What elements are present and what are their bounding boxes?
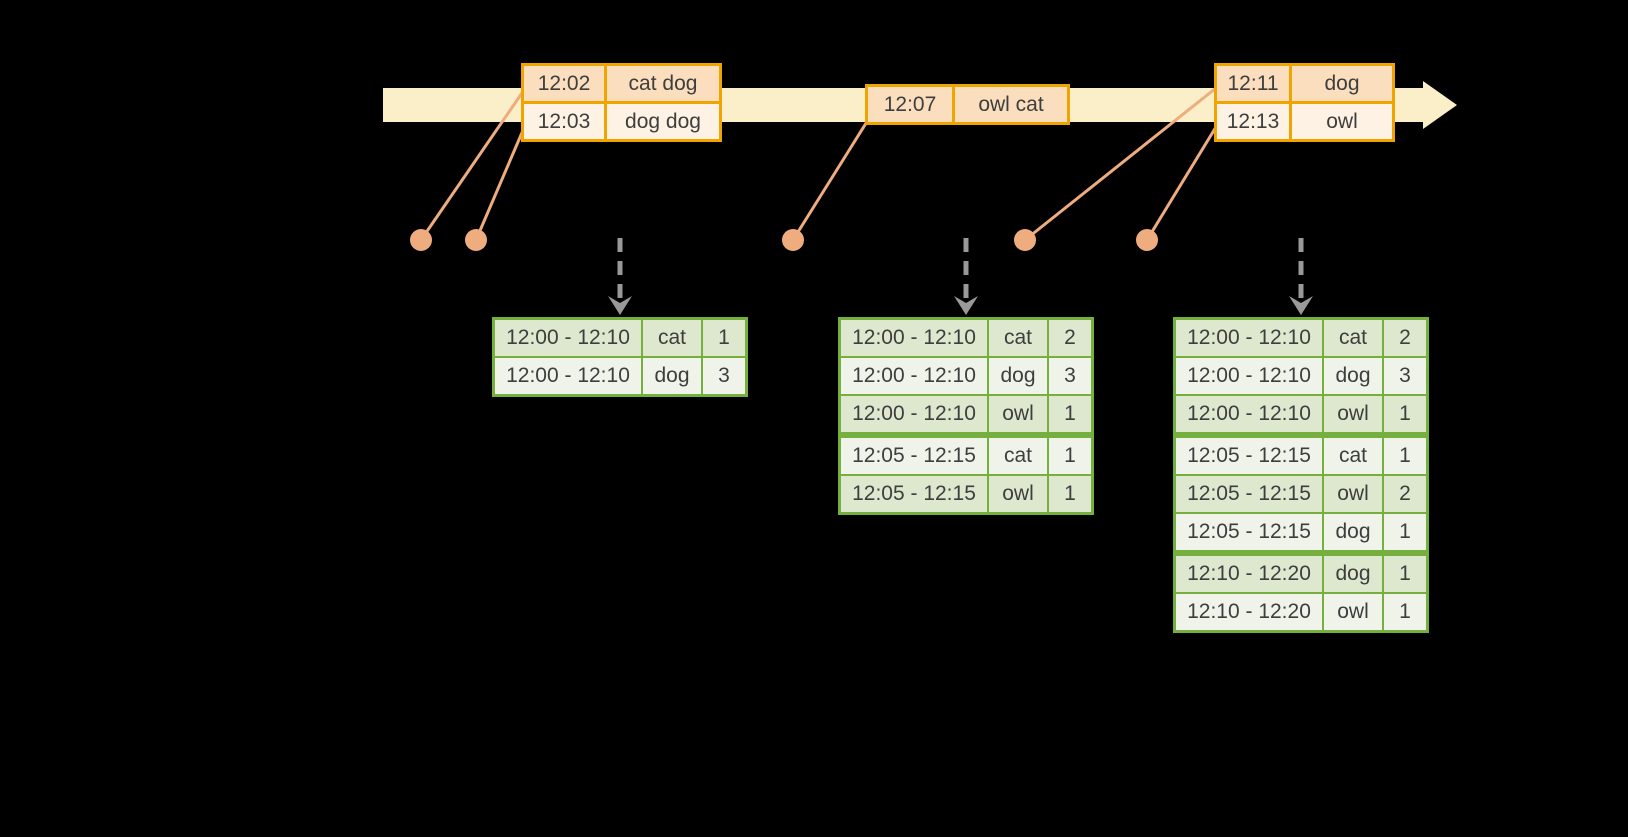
- result-word-cell: dog: [1324, 556, 1382, 592]
- connector-line: [474, 127, 526, 241]
- result-count-cell: 1: [1384, 556, 1426, 592]
- result-row: 12:00 - 12:10 cat 2: [1176, 320, 1426, 356]
- result-window-cell: 12:05 - 12:15: [841, 438, 987, 474]
- result-row: 12:00 - 12:10 owl 1: [841, 396, 1091, 432]
- result-word-cell: cat: [1324, 438, 1382, 474]
- result-window-cell: 12:00 - 12:10: [495, 358, 641, 394]
- result-word-cell: dog: [1324, 514, 1382, 550]
- result-window-cell: 12:00 - 12:10: [1176, 396, 1322, 432]
- result-window-cell: 12:05 - 12:15: [1176, 514, 1322, 550]
- trigger-arrow-head-icon: [1289, 296, 1313, 315]
- result-row: 12:00 - 12:10 cat 2: [841, 320, 1091, 356]
- result-row: 12:05 - 12:15 cat 1: [1176, 438, 1426, 474]
- result-row: 12:05 - 12:15 owl 1: [841, 476, 1091, 512]
- result-word-cell: cat: [989, 438, 1047, 474]
- result-row: 12:00 - 12:10 dog 3: [841, 358, 1091, 394]
- result-row: 12:00 - 12:10 dog 3: [495, 358, 745, 394]
- event-time-cell: 12:03: [524, 104, 604, 139]
- result-window-cell: 12:00 - 12:10: [495, 320, 641, 356]
- result-word-cell: cat: [643, 320, 701, 356]
- event-words-cell: dog: [1292, 66, 1392, 101]
- event-dot-icon: [465, 229, 487, 251]
- result-word-cell: cat: [1324, 320, 1382, 356]
- result-row: 12:05 - 12:15 owl 2: [1176, 476, 1426, 512]
- result-row: 12:10 - 12:20 owl 1: [1176, 594, 1426, 630]
- result-word-cell: owl: [989, 476, 1047, 512]
- result-word-cell: cat: [989, 320, 1047, 356]
- result-table-3: 12:00 - 12:10 cat 2 12:00 - 12:10 dog 3 …: [1173, 317, 1429, 633]
- trigger-arrow-head-icon: [608, 296, 632, 315]
- result-count-cell: 1: [1384, 514, 1426, 550]
- event-dot-icon: [1014, 229, 1036, 251]
- event-words-cell: dog dog: [607, 104, 719, 139]
- event-row: 12:07 owl cat: [868, 87, 1067, 122]
- event-time-cell: 12:07: [868, 87, 952, 122]
- result-word-cell: dog: [643, 358, 701, 394]
- result-row: 12:10 - 12:20 dog 1: [1176, 556, 1426, 592]
- result-table-2: 12:00 - 12:10 cat 2 12:00 - 12:10 dog 3 …: [838, 317, 1094, 515]
- result-count-cell: 1: [1049, 476, 1091, 512]
- result-window-cell: 12:00 - 12:10: [1176, 320, 1322, 356]
- result-word-cell: owl: [1324, 396, 1382, 432]
- event-dot-icon: [1136, 229, 1158, 251]
- result-word-cell: dog: [989, 358, 1047, 394]
- result-window-cell: 12:10 - 12:20: [1176, 594, 1322, 630]
- event-time-cell: 12:02: [524, 66, 604, 101]
- event-row: 12:03 dog dog: [524, 104, 719, 139]
- result-count-cell: 2: [1384, 320, 1426, 356]
- event-row: 12:02 cat dog: [524, 66, 719, 101]
- result-count-cell: 3: [703, 358, 745, 394]
- event-words-cell: cat dog: [607, 66, 719, 101]
- trigger-arrow-head-icon: [954, 296, 978, 315]
- result-count-cell: 2: [1384, 476, 1426, 512]
- event-words-cell: owl cat: [955, 87, 1067, 122]
- result-count-cell: 3: [1049, 358, 1091, 394]
- timeline-arrow-head-icon: [1423, 81, 1457, 129]
- result-count-cell: 1: [703, 320, 745, 356]
- result-window-cell: 12:05 - 12:15: [1176, 438, 1322, 474]
- result-window-cell: 12:00 - 12:10: [1176, 358, 1322, 394]
- connector-line: [1145, 126, 1218, 241]
- event-dot-icon: [410, 229, 432, 251]
- event-time-cell: 12:13: [1217, 104, 1289, 139]
- event-time-cell: 12:11: [1217, 66, 1289, 101]
- result-word-cell: owl: [1324, 594, 1382, 630]
- result-word-cell: owl: [1324, 476, 1382, 512]
- result-count-cell: 1: [1049, 396, 1091, 432]
- result-window-cell: 12:00 - 12:10: [841, 396, 987, 432]
- event-row: 12:11 dog: [1217, 66, 1392, 101]
- result-count-cell: 3: [1384, 358, 1426, 394]
- result-count-cell: 1: [1384, 396, 1426, 432]
- result-row: 12:00 - 12:10 cat 1: [495, 320, 745, 356]
- result-table-1: 12:00 - 12:10 cat 1 12:00 - 12:10 dog 3: [492, 317, 748, 397]
- result-row: 12:05 - 12:15 cat 1: [841, 438, 1091, 474]
- result-row: 12:05 - 12:15 dog 1: [1176, 514, 1426, 550]
- result-window-cell: 12:05 - 12:15: [841, 476, 987, 512]
- event-table-2: 12:07 owl cat: [865, 84, 1070, 125]
- event-table-1: 12:02 cat dog 12:03 dog dog: [521, 63, 722, 142]
- result-count-cell: 1: [1384, 594, 1426, 630]
- event-dot-icon: [782, 229, 804, 251]
- result-row: 12:00 - 12:10 owl 1: [1176, 396, 1426, 432]
- result-word-cell: dog: [1324, 358, 1382, 394]
- connector-line: [791, 119, 870, 241]
- event-words-cell: owl: [1292, 104, 1392, 139]
- result-count-cell: 2: [1049, 320, 1091, 356]
- result-word-cell: owl: [989, 396, 1047, 432]
- result-count-cell: 1: [1049, 438, 1091, 474]
- result-window-cell: 12:05 - 12:15: [1176, 476, 1322, 512]
- event-row: 12:13 owl: [1217, 104, 1392, 139]
- result-window-cell: 12:00 - 12:10: [841, 358, 987, 394]
- result-row: 12:00 - 12:10 dog 3: [1176, 358, 1426, 394]
- event-table-3: 12:11 dog 12:13 owl: [1214, 63, 1395, 142]
- result-window-cell: 12:10 - 12:20: [1176, 556, 1322, 592]
- result-count-cell: 1: [1384, 438, 1426, 474]
- result-window-cell: 12:00 - 12:10: [841, 320, 987, 356]
